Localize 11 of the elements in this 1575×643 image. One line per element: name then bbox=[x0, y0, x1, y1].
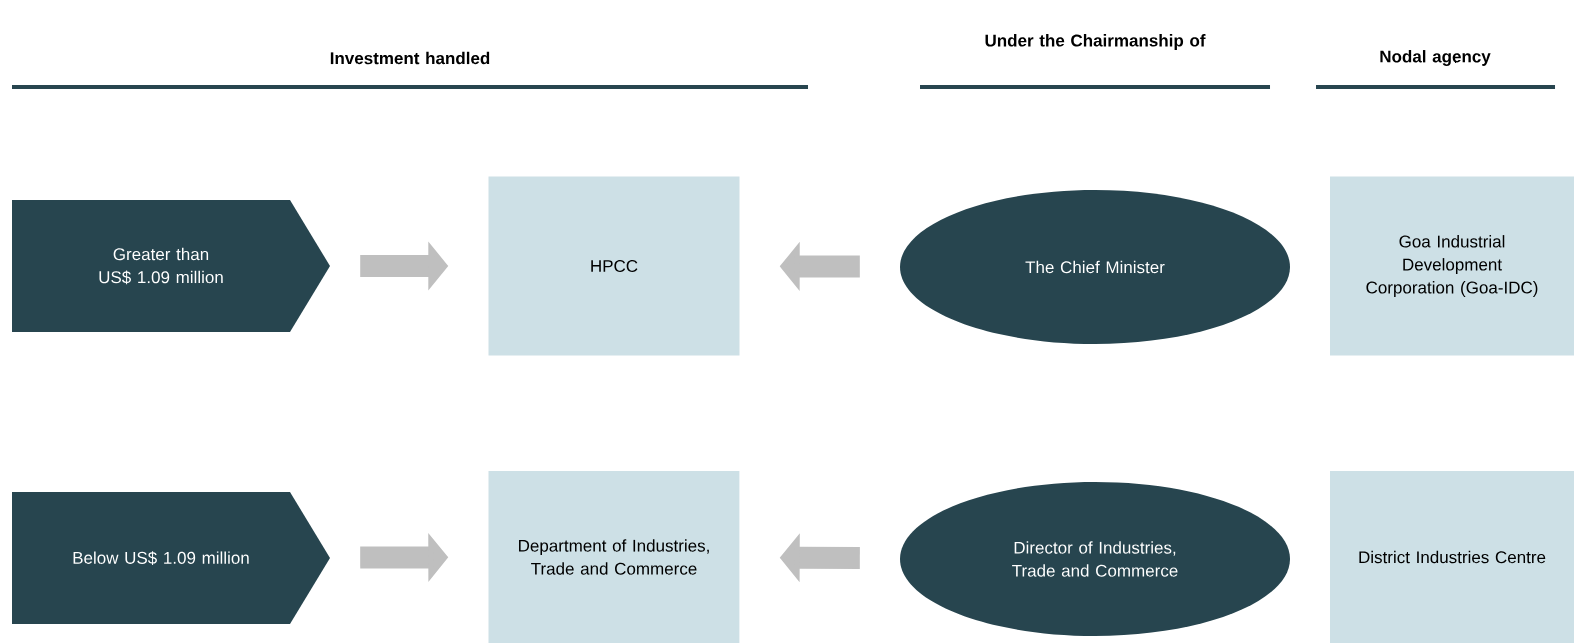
process-box: Department of Industries, Trade and Commerce bbox=[488, 471, 740, 643]
process-box: Goa Industrial Development Corporation (Goa-IDC) bbox=[1330, 176, 1574, 356]
process-box: HPCC bbox=[488, 176, 740, 356]
ellipse-node: The Chief Minister bbox=[900, 190, 1290, 344]
chevron-box: Greater than US$ 1.09 million bbox=[12, 200, 330, 332]
process-box: District Industries Centre bbox=[1330, 471, 1574, 643]
column-heading: Investment handled bbox=[330, 51, 490, 65]
column-heading: Under the Chairmanship of bbox=[985, 34, 1206, 50]
ellipse-node: Director of Industries, Trade and Commerce bbox=[900, 482, 1290, 636]
column-heading: Nodal agency bbox=[1380, 50, 1491, 66]
chevron-box: Below US$ 1.09 million bbox=[12, 492, 330, 624]
